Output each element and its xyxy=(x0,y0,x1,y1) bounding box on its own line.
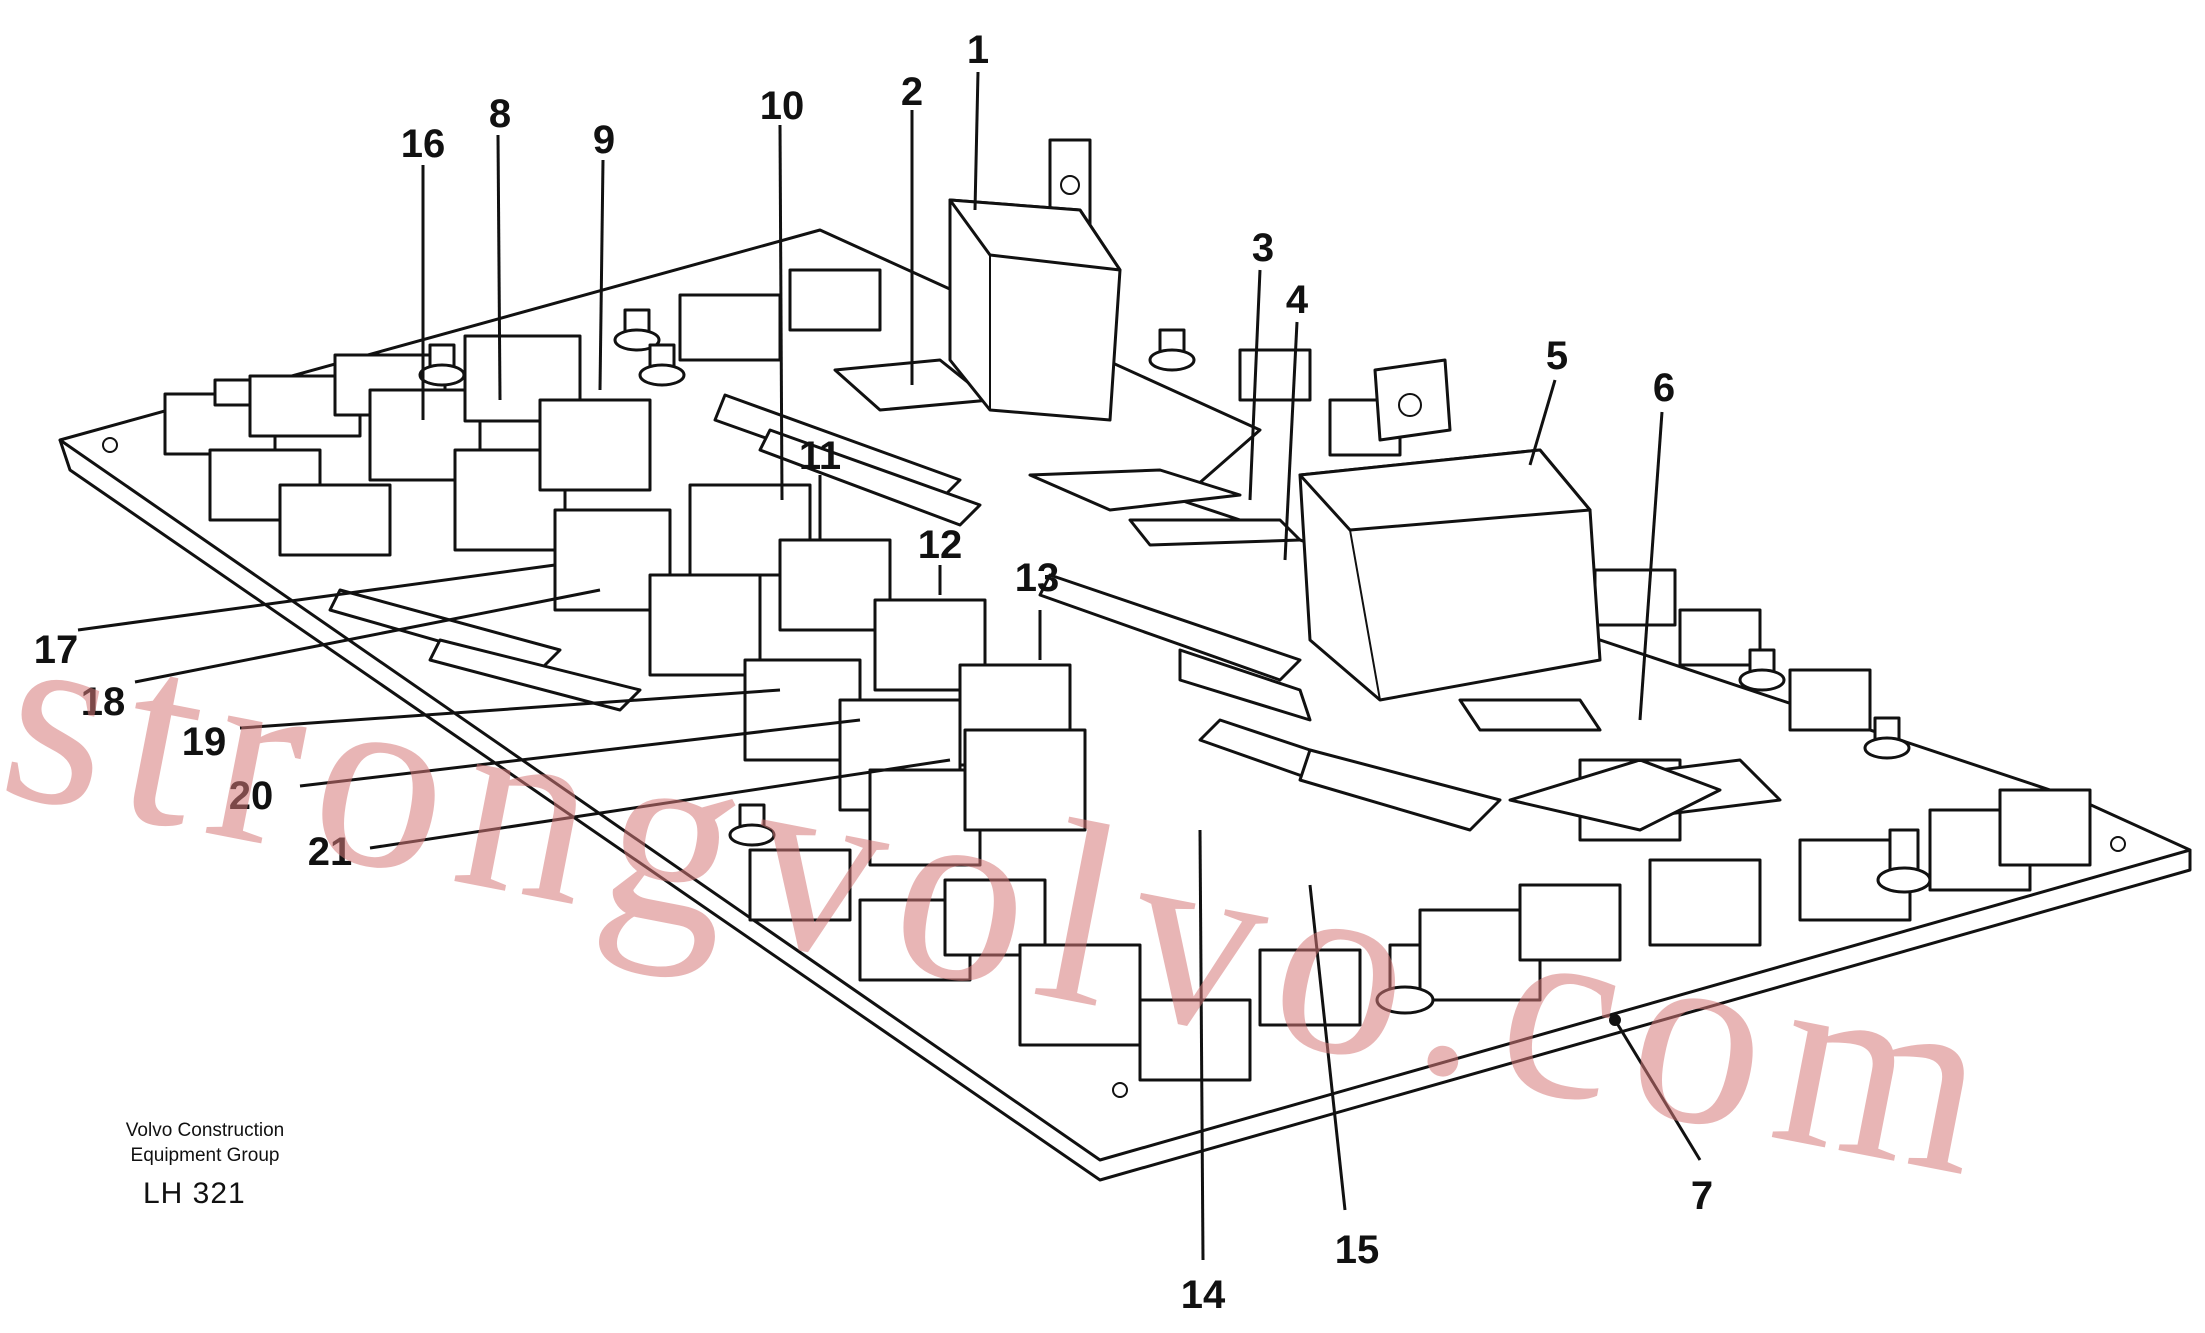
leader-21 xyxy=(369,758,951,850)
bolts xyxy=(418,308,1932,1015)
callout-19: 19 xyxy=(181,720,227,764)
leader-14 xyxy=(1198,829,1205,1261)
leader-4 xyxy=(1283,321,1299,561)
callout-8: 8 xyxy=(488,92,512,136)
leader-18 xyxy=(134,588,601,684)
callout-10: 10 xyxy=(759,84,805,128)
leader-5 xyxy=(1528,379,1557,466)
callout-21: 21 xyxy=(307,830,353,874)
leader-3 xyxy=(1248,269,1262,501)
callout-15: 15 xyxy=(1334,1228,1380,1272)
callout-17: 17 xyxy=(33,628,79,672)
callout-3: 3 xyxy=(1251,226,1275,270)
callout-20: 20 xyxy=(228,774,274,818)
callout-18: 18 xyxy=(80,680,126,724)
leader-10 xyxy=(778,124,784,501)
company-name: Volvo Construction Equipment Group xyxy=(105,1118,305,1168)
leader-15 xyxy=(1308,884,1347,1211)
leader-6 xyxy=(1638,411,1664,721)
leader-7 xyxy=(1613,1019,1702,1161)
leader-20 xyxy=(299,718,861,788)
callout-9: 9 xyxy=(592,118,616,162)
callout-14: 14 xyxy=(1180,1273,1226,1317)
callout-1: 1 xyxy=(966,28,990,72)
large-relay-5 xyxy=(1298,358,1602,702)
callout-12: 12 xyxy=(917,523,963,567)
callout-16: 16 xyxy=(400,122,446,166)
callout-5: 5 xyxy=(1545,334,1569,378)
callout-13: 13 xyxy=(1014,556,1060,600)
callout-6: 6 xyxy=(1652,366,1676,410)
large-relay-1 xyxy=(948,138,1122,422)
company-line-1: Volvo Construction xyxy=(125,1120,285,1141)
callout-7: 7 xyxy=(1690,1174,1714,1218)
company-line-2: Equipment Group xyxy=(130,1145,280,1166)
leader-8 xyxy=(496,134,502,401)
callout-2: 2 xyxy=(900,70,924,114)
callout-4: 4 xyxy=(1285,278,1309,322)
leader-1 xyxy=(973,71,980,211)
connector-strips xyxy=(328,358,1782,832)
callout-11: 11 xyxy=(798,434,842,478)
leader-7-dot xyxy=(1609,1014,1621,1026)
leader-9 xyxy=(598,159,605,391)
leader-19 xyxy=(239,688,781,730)
leader-lines xyxy=(77,71,1702,1261)
leader-17 xyxy=(77,563,556,632)
drawing-code: LH 321 xyxy=(143,1177,246,1210)
